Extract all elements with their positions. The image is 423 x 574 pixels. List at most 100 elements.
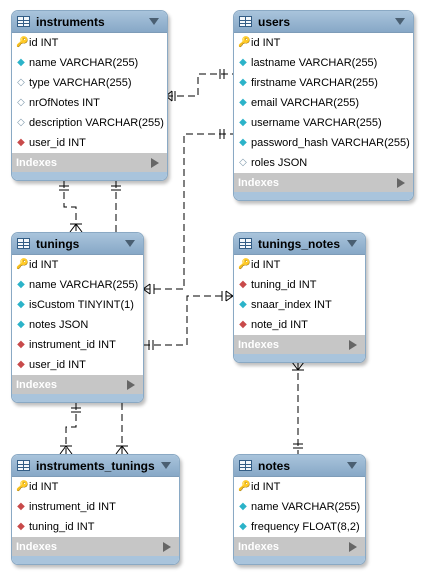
column-row[interactable]: ◇description VARCHAR(255) xyxy=(12,113,167,133)
dropdown-arrow-icon[interactable] xyxy=(161,462,171,469)
foreign-key-icon: ◆ xyxy=(239,319,247,330)
table-icon xyxy=(17,238,30,249)
relationship-tunings-instruments[interactable] xyxy=(59,181,83,233)
column-row[interactable]: ◆ username VARCHAR(255) xyxy=(234,113,413,133)
relationship-tuningsnotes-notes[interactable] xyxy=(291,361,305,454)
column-row[interactable]: ◆snaar_index INT xyxy=(234,295,365,315)
table-header[interactable]: users xyxy=(234,11,413,33)
column-row[interactable]: ◇type VARCHAR(255) xyxy=(12,73,167,93)
expand-arrow-icon[interactable] xyxy=(349,541,357,552)
column-row[interactable]: ◆ email VARCHAR(255) xyxy=(234,93,413,113)
expand-arrow-icon[interactable] xyxy=(397,177,405,188)
not-null-column-icon: ◆ xyxy=(239,97,247,108)
table-footer xyxy=(12,394,143,402)
expand-arrow-icon[interactable] xyxy=(151,157,159,168)
table-tunings[interactable]: tunings 🔑id INT ◆name VARCHAR(255) ◆isCu… xyxy=(11,232,144,403)
relationship-instruments-users[interactable] xyxy=(165,69,233,102)
expand-arrow-icon[interactable] xyxy=(163,541,171,552)
relationship-tunings-users[interactable] xyxy=(142,129,233,295)
column-text: name VARCHAR(255) xyxy=(29,57,139,69)
table-header[interactable]: tunings_notes xyxy=(234,233,365,255)
column-row[interactable]: 🔑id INT xyxy=(12,33,167,53)
table-instruments-tunings[interactable]: instruments_tunings 🔑id INT ◆instrument_… xyxy=(11,454,180,565)
dropdown-arrow-icon[interactable] xyxy=(395,18,405,25)
column-row[interactable]: ◆user_id INT xyxy=(12,133,167,153)
column-row[interactable]: 🔑id INT xyxy=(234,477,365,497)
table-name: instruments xyxy=(36,14,105,29)
not-null-column-icon: ◆ xyxy=(17,279,25,290)
dropdown-arrow-icon[interactable] xyxy=(149,18,159,25)
primary-key-icon: 🔑 xyxy=(16,37,29,48)
column-text: password_hash VARCHAR(255) xyxy=(251,137,410,149)
indexes-bar[interactable]: Indexes xyxy=(12,537,179,556)
column-text: email VARCHAR(255) xyxy=(251,97,359,109)
column-row[interactable]: ◆user_id INT xyxy=(12,355,143,375)
foreign-key-icon: ◆ xyxy=(17,359,25,370)
table-header[interactable]: tunings xyxy=(12,233,143,255)
column-row[interactable]: ◆ name VARCHAR(255) xyxy=(234,497,365,517)
column-row[interactable]: ◆instrument_id INT xyxy=(12,335,143,355)
column-row[interactable]: ◆note_id INT xyxy=(234,315,365,335)
column-row[interactable]: ◇nrOfNotes INT xyxy=(12,93,167,113)
column-text: instrument_id INT xyxy=(29,339,116,351)
column-row[interactable]: 🔑id INT xyxy=(12,477,179,497)
column-text: username VARCHAR(255) xyxy=(251,117,382,129)
column-row[interactable]: ◆firstname VARCHAR(255) xyxy=(234,73,413,93)
column-row[interactable]: ◆name VARCHAR(255) xyxy=(12,275,143,295)
column-row[interactable]: ◆frequency FLOAT(8,2) xyxy=(234,517,365,537)
column-row[interactable]: ◆isCustom TINYINT(1) xyxy=(12,295,143,315)
not-null-column-icon: ◆ xyxy=(239,521,247,532)
dropdown-arrow-icon[interactable] xyxy=(347,462,357,469)
column-row[interactable]: ◇roles JSON xyxy=(234,153,413,173)
primary-key-icon: 🔑 xyxy=(238,37,251,48)
column-text: id INT xyxy=(29,259,59,271)
primary-key-icon: 🔑 xyxy=(16,481,29,492)
table-users[interactable]: users 🔑id INT ◆lastname VARCHAR(255) ◆fi… xyxy=(233,10,414,201)
table-notes[interactable]: notes 🔑id INT ◆ name VARCHAR(255) ◆freque… xyxy=(233,454,366,565)
nullable-column-icon: ◇ xyxy=(17,97,25,108)
indexes-bar[interactable]: Indexes xyxy=(12,153,167,172)
indexes-bar[interactable]: Indexes xyxy=(234,173,413,192)
table-header[interactable]: instruments xyxy=(12,11,167,33)
column-text: firstname VARCHAR(255) xyxy=(251,77,378,89)
table-icon xyxy=(17,16,30,27)
relationship-tuningsnotes-tunings[interactable] xyxy=(143,290,234,350)
column-row[interactable]: 🔑id INT xyxy=(12,255,143,275)
table-tunings-notes[interactable]: tunings_notes 🔑id INT ◆tuning_id INT ◆sn… xyxy=(233,232,366,363)
column-text: isCustom TINYINT(1) xyxy=(29,299,134,311)
relationship-instrumentstunings-tunings-a[interactable] xyxy=(59,403,81,455)
expand-arrow-icon[interactable] xyxy=(349,339,357,350)
table-footer xyxy=(234,192,413,200)
column-row[interactable]: ◆password_hash VARCHAR(255) xyxy=(234,133,413,153)
column-text: tuning_id INT xyxy=(251,279,317,291)
column-row[interactable]: 🔑id INT xyxy=(234,33,413,53)
indexes-bar[interactable]: Indexes xyxy=(234,537,365,556)
indexes-bar[interactable]: Indexes xyxy=(12,375,143,394)
dropdown-arrow-icon[interactable] xyxy=(347,240,357,247)
expand-arrow-icon[interactable] xyxy=(127,379,135,390)
table-name: users xyxy=(258,14,291,29)
dropdown-arrow-icon[interactable] xyxy=(125,240,135,247)
table-header[interactable]: instruments_tunings xyxy=(12,455,179,477)
column-row[interactable]: ◆instrument_id INT xyxy=(12,497,179,517)
table-header[interactable]: notes xyxy=(234,455,365,477)
column-row[interactable]: ◆tuning_id INT xyxy=(234,275,365,295)
column-text: type VARCHAR(255) xyxy=(29,77,132,89)
not-null-column-icon: ◆ xyxy=(239,501,247,512)
table-name: tunings_notes xyxy=(258,236,341,251)
indexes-bar[interactable]: Indexes xyxy=(234,335,365,354)
column-text: name VARCHAR(255) xyxy=(251,501,361,513)
relationship-instrumentstunings-instruments xyxy=(111,181,121,232)
table-instruments[interactable]: instruments 🔑id INT ◆name VARCHAR(255) ◇… xyxy=(11,10,168,181)
indexes-label: Indexes xyxy=(238,338,279,351)
column-row[interactable]: 🔑id INT xyxy=(234,255,365,275)
column-text: tuning_id INT xyxy=(29,521,95,533)
column-row[interactable]: ◆lastname VARCHAR(255) xyxy=(234,53,413,73)
not-null-column-icon: ◆ xyxy=(239,117,247,128)
column-row[interactable]: ◆tuning_id INT xyxy=(12,517,179,537)
primary-key-icon: 🔑 xyxy=(16,259,29,270)
column-row[interactable]: ◆notes JSON xyxy=(12,315,143,335)
column-row[interactable]: ◆name VARCHAR(255) xyxy=(12,53,167,73)
relationship-instrumentstunings-tunings-b[interactable] xyxy=(115,403,129,455)
